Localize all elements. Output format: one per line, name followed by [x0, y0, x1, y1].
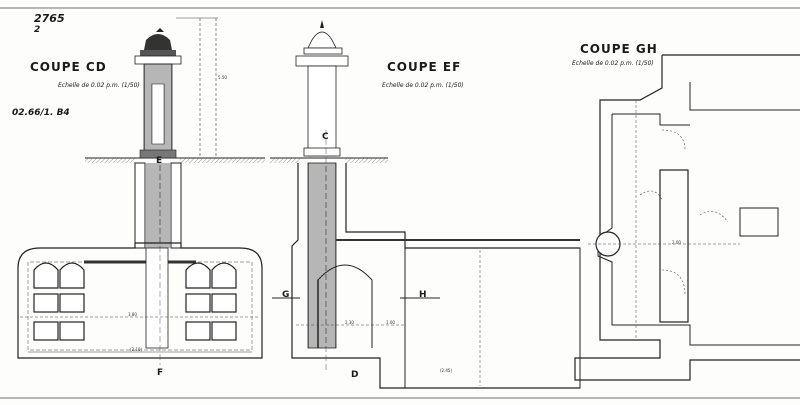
- coupe-gh-drawing: [574, 54, 800, 381]
- sheet-reference: 02.66/1. B4: [12, 108, 70, 118]
- view-scale-gh: Echelle de 0.02 p.m. (1/50): [572, 60, 654, 67]
- sheet-subnumber: 2: [34, 25, 41, 35]
- dim-cd-height: 5.50: [218, 75, 227, 80]
- section-marker-d: D: [351, 370, 359, 380]
- section-marker-f: F: [157, 368, 164, 378]
- section-marker-e: E: [156, 156, 163, 166]
- dim-ef-right: 1.00: [386, 320, 395, 325]
- cd-left-door-panels: [33, 262, 85, 341]
- view-title-gh: COUPE GH: [580, 42, 658, 56]
- view-title-cd: COUPE CD: [30, 60, 107, 74]
- section-marker-c: C: [322, 132, 329, 142]
- dim-cd-width: 3.80: [128, 312, 137, 317]
- cd-right-door-panels: [185, 262, 237, 341]
- section-marker-h: H: [419, 290, 427, 300]
- coupe-cd-drawing: [17, 17, 265, 365]
- dim-cd-bottom: (2.10): [130, 347, 143, 352]
- coupe-ef-drawing: [270, 20, 581, 389]
- view-scale-cd: Echelle de 0.02 p.m. (1/50): [58, 82, 140, 89]
- dim-gh-width: 2.00: [672, 240, 681, 245]
- cupola: [144, 34, 172, 50]
- view-scale-ef: Echelle de 0.02 p.m. (1/50): [382, 82, 464, 89]
- view-title-ef: COUPE EF: [387, 60, 462, 74]
- section-marker-g: G: [282, 290, 290, 300]
- ef-column-shaft: [307, 65, 337, 157]
- dim-ef-bottom: (2.45): [440, 368, 453, 373]
- sheet-number: 2765: [34, 12, 65, 25]
- dim-ef-width: 2.30: [345, 320, 354, 325]
- cd-chamber: [17, 242, 263, 359]
